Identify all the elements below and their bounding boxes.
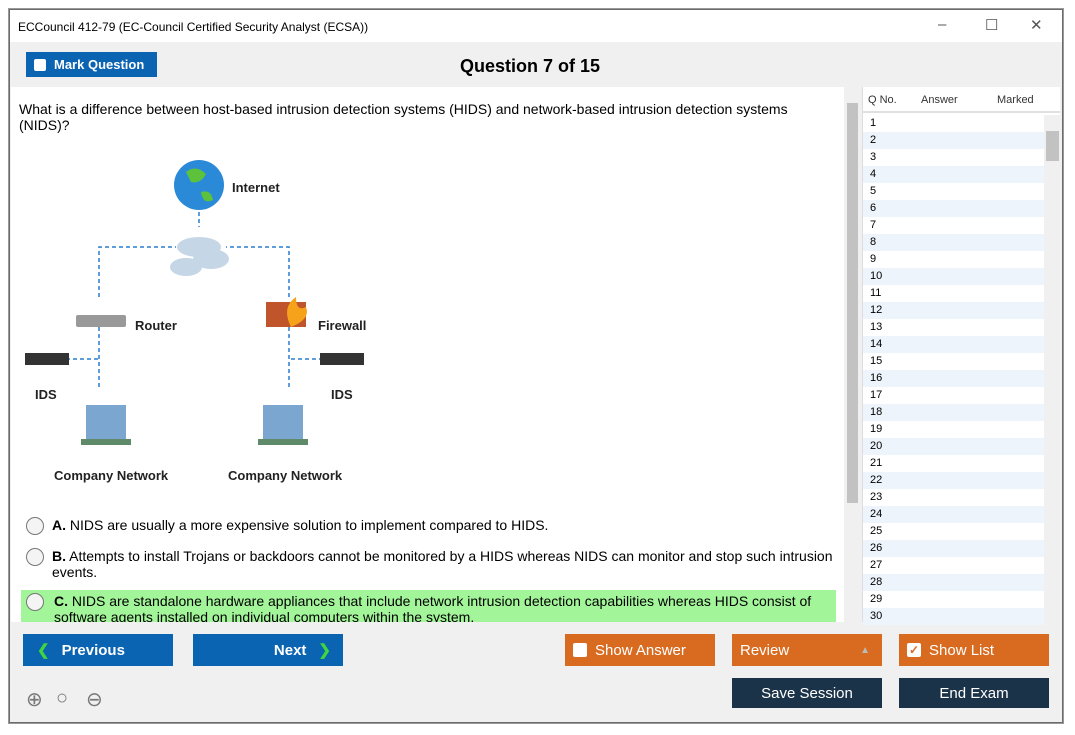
question-list-row[interactable]: 18 — [863, 404, 1045, 421]
question-list-row[interactable]: 8 — [863, 234, 1045, 251]
diagram-label-internet: Internet — [232, 180, 280, 195]
zoom-in-icon[interactable]: ⊕ — [26, 689, 43, 711]
app-window: ECCouncil 412-79 (EC-Council Certified S… — [9, 9, 1063, 723]
question-content: What is a difference between host-based … — [11, 87, 844, 622]
show-answer-button[interactable]: Show Answer — [565, 634, 715, 666]
question-list-row[interactable]: 12 — [863, 302, 1045, 319]
diagram-label-network: Company Network — [54, 468, 169, 483]
question-list-row[interactable]: 24 — [863, 506, 1045, 523]
answer-option-b[interactable]: B. Attempts to install Trojans or backdo… — [19, 548, 834, 580]
question-list-row[interactable]: 16 — [863, 370, 1045, 387]
next-label: Next — [273, 641, 307, 659]
radio-button[interactable] — [26, 517, 44, 535]
diagram-label-ids: IDS — [35, 387, 57, 402]
diagram-label-network: Company Network — [228, 468, 343, 483]
question-list-row[interactable]: 28 — [863, 574, 1045, 591]
diagram-label-firewall: Firewall — [318, 318, 366, 333]
diagram-label-ids: IDS — [331, 387, 353, 402]
building-icon — [258, 405, 308, 445]
ids-switch-icon — [25, 353, 69, 365]
show-list-label: Show List — [929, 641, 995, 659]
question-list-row[interactable]: 27 — [870, 559, 883, 571]
content-scrollbar[interactable] — [846, 87, 859, 622]
radio-button[interactable] — [26, 593, 44, 611]
question-list-row[interactable]: 10 — [863, 268, 1045, 285]
scrollbar-thumb[interactable] — [1046, 131, 1059, 161]
question-list-row[interactable]: 30 — [863, 608, 1045, 625]
previous-label: Previous — [61, 641, 125, 659]
question-list-row[interactable]: 15 — [870, 355, 883, 367]
question-list-row[interactable]: 14 — [863, 336, 1045, 353]
save-session-button[interactable]: Save Session — [732, 678, 882, 708]
question-list-row[interactable]: 29 — [870, 593, 883, 605]
question-list-row[interactable]: 17 — [870, 389, 883, 401]
review-dropdown[interactable]: Review ▲ — [732, 634, 882, 666]
question-list-row[interactable]: 23 — [870, 491, 883, 503]
question-list-row[interactable]: 2 — [863, 132, 1045, 149]
question-list-row[interactable]: 13 — [870, 321, 883, 333]
building-icon — [81, 405, 131, 445]
option-text: NIDS are standalone hardware appliances … — [54, 593, 812, 622]
zoom-reset-icon[interactable]: ○ — [56, 687, 69, 709]
answer-option-a[interactable]: A. NIDS are usually a more expensive sol… — [19, 517, 834, 535]
caret-up-icon: ▲ — [860, 644, 870, 656]
chevron-left-icon: ❮ — [37, 642, 50, 659]
end-exam-button[interactable]: End Exam — [899, 678, 1049, 708]
question-list-row[interactable]: 7 — [870, 219, 877, 231]
option-letter: B. — [52, 548, 66, 564]
question-list-row[interactable]: 11 — [870, 287, 882, 299]
review-label: Review — [740, 641, 790, 659]
cloud-icon — [170, 237, 229, 276]
option-text: Attempts to install Trojans or backdoors… — [52, 548, 833, 580]
globe-icon — [174, 160, 224, 210]
header-marked: Marked — [997, 94, 1034, 106]
close-button[interactable]: ✕ — [1030, 17, 1043, 34]
title-bar: ECCouncil 412-79 (EC-Council Certified S… — [10, 10, 1062, 42]
minimize-button[interactable]: – — [938, 16, 947, 33]
question-list-row[interactable]: 6 — [863, 200, 1045, 217]
checkbox-checked-icon[interactable]: ✓ — [907, 643, 921, 657]
question-list-row[interactable]: 19 — [870, 423, 883, 435]
scrollbar-thumb[interactable] — [847, 103, 858, 503]
header-qno: Q No. — [868, 94, 897, 106]
router-icon — [76, 315, 126, 327]
maximize-button[interactable]: ☐ — [985, 17, 999, 34]
question-list-row[interactable]: 9 — [870, 253, 877, 265]
question-list-header: Q No. Answer Marked — [863, 87, 1060, 113]
question-list-row[interactable]: 1 — [870, 117, 877, 129]
question-list-row[interactable]: 26 — [863, 540, 1045, 557]
chevron-right-icon: ❯ — [318, 642, 331, 659]
question-list-row[interactable]: 22 — [863, 472, 1045, 489]
option-letter: C. — [54, 593, 68, 609]
network-diagram: Internet Router Firewall IDS IDS Company… — [25, 160, 366, 483]
radio-button[interactable] — [26, 548, 44, 566]
mark-question-button[interactable]: Mark Question — [26, 52, 157, 77]
checkbox-icon — [34, 58, 46, 71]
question-text: What is a difference between host-based … — [19, 101, 788, 133]
next-button[interactable]: Next ❯ — [193, 634, 343, 666]
option-text: NIDS are usually a more expensive soluti… — [69, 517, 549, 533]
mark-question-label: Mark Question — [54, 57, 145, 72]
previous-button[interactable]: ❮ Previous — [23, 634, 173, 666]
question-list-row[interactable]: 20 — [863, 438, 1045, 455]
window-title: ECCouncil 412-79 (EC-Council Certified S… — [18, 20, 369, 34]
header-answer: Answer — [921, 94, 958, 106]
list-scrollbar[interactable] — [1044, 115, 1060, 622]
question-list-row[interactable]: 25 — [870, 525, 883, 537]
zoom-out-icon[interactable]: ⊖ — [86, 689, 103, 711]
question-list-row[interactable]: 3 — [870, 151, 877, 163]
option-letter: A. — [52, 517, 66, 533]
diagram-label-router: Router — [135, 318, 177, 333]
checkbox-icon[interactable] — [573, 643, 587, 657]
question-list-row[interactable]: 21 — [870, 457, 883, 469]
answer-option-c[interactable]: C. NIDS are standalone hardware applianc… — [21, 590, 836, 622]
show-answer-label: Show Answer — [595, 641, 686, 659]
question-list-row[interactable]: 4 — [863, 166, 1045, 183]
question-counter: Question 7 of 15 — [459, 56, 601, 76]
show-list-button[interactable]: ✓ Show List — [899, 634, 1049, 666]
ids-switch-icon — [320, 353, 364, 365]
question-list-row[interactable]: 5 — [870, 185, 877, 197]
